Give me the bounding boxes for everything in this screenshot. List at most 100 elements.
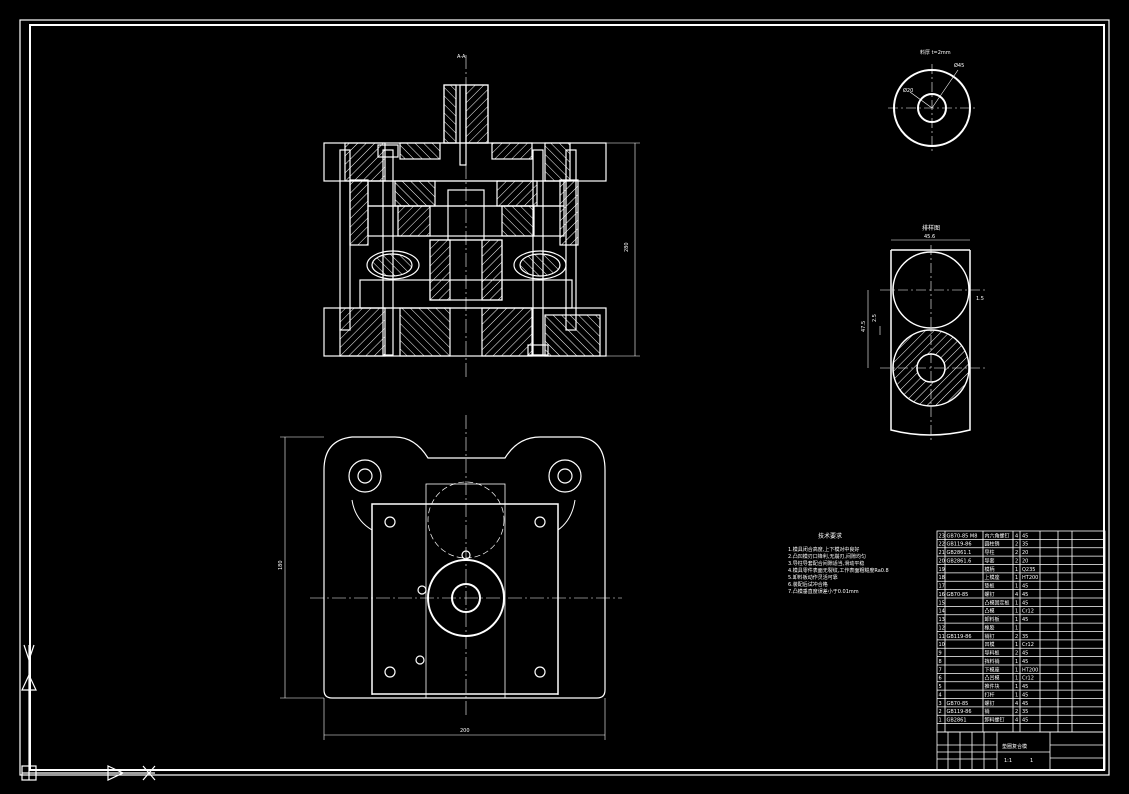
bom-cell-code: GB119-86 — [947, 542, 972, 548]
bom-cell-no: 16 — [939, 592, 945, 598]
bom-cell-no: 20 — [939, 558, 945, 564]
drawing-sheet: 1 — [1030, 758, 1033, 764]
bom-cell-name: 卸料板 — [985, 616, 1000, 623]
title-block[interactable]: 垫圈复合模 1:1 1 — [936, 731, 1106, 771]
bom-cell-qty: 4 — [1015, 533, 1018, 539]
bom-cell-mat: 45 — [1022, 684, 1028, 690]
bom-cell-name: 销钉 — [985, 633, 995, 640]
strip-layout-title: 排样图 — [922, 224, 940, 232]
bom-cell-qty: 4 — [1015, 701, 1018, 707]
bom-cell-qty: 1 — [1015, 584, 1018, 590]
die-plate-plan — [371, 503, 559, 695]
bom-cell-qty: 1 — [1015, 659, 1018, 665]
bom-cell-qty: 1 — [1015, 625, 1018, 631]
bom-cell-name: 螺钉 — [985, 591, 995, 598]
bom-cell-no: 12 — [939, 625, 945, 631]
edge-label: 1.5 — [976, 296, 984, 302]
bom-cell-name: 凸模 — [985, 608, 995, 615]
bom-cell-code: GB2861.6 — [947, 558, 972, 564]
bom-cell-name: 垫板 — [985, 583, 995, 590]
bom-cell-mat: Cr12 — [1022, 642, 1034, 648]
bom-cell-qty: 2 — [1015, 651, 1018, 657]
bom-cell-name: 挡料销 — [985, 658, 1000, 665]
bom-cell-mat: HT200 — [1022, 575, 1038, 581]
bom-cell-qty: 1 — [1015, 642, 1018, 648]
note-line: 4.模具零件表面无裂纹,工作表面粗糙度Ra0.8 — [788, 567, 889, 574]
bom-cell-mat: 45 — [1022, 718, 1028, 724]
bom-cell-mat: 35 — [1022, 542, 1028, 548]
bom-cell-name: 销 — [985, 708, 990, 715]
bom-cell-qty: 1 — [1015, 600, 1018, 606]
bom-cell-no: 15 — [939, 600, 945, 606]
guide-hole-right — [548, 459, 582, 493]
bom-cell-qty: 1 — [1015, 575, 1018, 581]
part-detail-view[interactable]: 料厚 t=2mm Ø45 Ø20 — [888, 49, 976, 152]
bom-cell-no: 13 — [939, 617, 945, 623]
width-dimension-label: 200 — [460, 728, 470, 734]
bom-cell-name: 圆柱销 — [985, 541, 1000, 548]
bom-cell-qty: 1 — [1015, 567, 1018, 573]
bom-cell-no: 6 — [939, 676, 942, 682]
bom-cell-qty: 1 — [1015, 684, 1018, 690]
workpiece-outer — [427, 559, 505, 637]
bom-cell-mat: Q235 — [1022, 567, 1035, 573]
bom-cell-code: GB119-86 — [947, 709, 972, 715]
front-section-view[interactable]: A-A — [323, 54, 640, 380]
bom-cell-no: 11 — [939, 634, 945, 640]
outer-border — [19, 19, 1110, 776]
bom-cell-name: 导柱 — [985, 549, 995, 556]
bom-cell-mat: 45 — [1022, 651, 1028, 657]
bom-cell-qty: 1 — [1015, 667, 1018, 673]
part-outer-dim: Ø45 — [954, 62, 964, 69]
bom-cell-code: GB2861.1 — [947, 550, 972, 556]
bom-cell-qty: 1 — [1015, 676, 1018, 682]
bom-cell-no: 22 — [939, 542, 945, 548]
drawing-name: 垫圈复合模 — [1002, 743, 1027, 750]
bom-cell-code: GB2861 — [947, 718, 967, 724]
screw-left — [382, 149, 394, 356]
bom-cell-qty: 1 — [1015, 617, 1018, 623]
depth-dimension-label: 180 — [278, 560, 284, 570]
bom-cell-name: 卸料螺钉 — [985, 717, 1005, 724]
bom-cell-no: 23 — [939, 533, 945, 539]
strip-outline — [890, 250, 971, 436]
bom-cell-code: GB70-85 — [947, 701, 969, 707]
bom-cell-name: 导料板 — [985, 650, 1000, 657]
plan-outline — [323, 436, 606, 699]
pitch-label: 47.5 — [861, 321, 867, 332]
ucs-icon[interactable] — [21, 644, 156, 781]
bom-cell-no: 7 — [939, 667, 942, 673]
bom-cell-no: 19 — [939, 567, 945, 573]
bom-cell-qty: 2 — [1015, 558, 1018, 564]
bom-cell-name: 导套 — [985, 557, 995, 564]
bom-cell-no: 14 — [939, 609, 945, 615]
plan-view[interactable]: 200 180 — [278, 415, 622, 740]
inner-border — [29, 24, 1105, 771]
bom-cell-code: GB70-85 — [947, 592, 969, 598]
lower-die-seat — [323, 307, 607, 357]
section-mark-label: A-A — [457, 54, 466, 60]
stripper-plate — [367, 205, 565, 237]
height-dimension-label: 280 — [624, 242, 630, 252]
bom-cell-no: 18 — [939, 575, 945, 581]
bom-cell-no: 10 — [939, 642, 945, 648]
bom-cell-mat: 20 — [1022, 558, 1028, 564]
bom-cell-name: 螺钉 — [985, 700, 995, 707]
bom-cell-name: 内六角螺钉 — [985, 532, 1010, 539]
workpiece-inner — [451, 583, 481, 613]
bom-cell-no: 4 — [939, 692, 942, 698]
bom-cell-no: 3 — [939, 701, 942, 707]
bom-cell-no: 21 — [939, 550, 945, 556]
bom-cell-qty: 4 — [1015, 718, 1018, 724]
note-line: 1.模具闭合高度,上下模对中良好 — [788, 546, 859, 553]
bom-cell-mat: 45 — [1022, 692, 1028, 698]
rubber-right — [513, 250, 567, 280]
part-inner-dim: Ø20 — [903, 87, 913, 94]
bill-of-materials[interactable] — [936, 530, 1106, 733]
strip-layout-view[interactable]: 排样图 45.6 47.5 2.5 1.5 — [861, 224, 985, 440]
bom-cell-mat: 45 — [1022, 617, 1028, 623]
bom-cell-mat: Cr12 — [1022, 609, 1034, 615]
bom-cell-qty: 2 — [1015, 634, 1018, 640]
bom-cell-no: 1 — [939, 718, 942, 724]
